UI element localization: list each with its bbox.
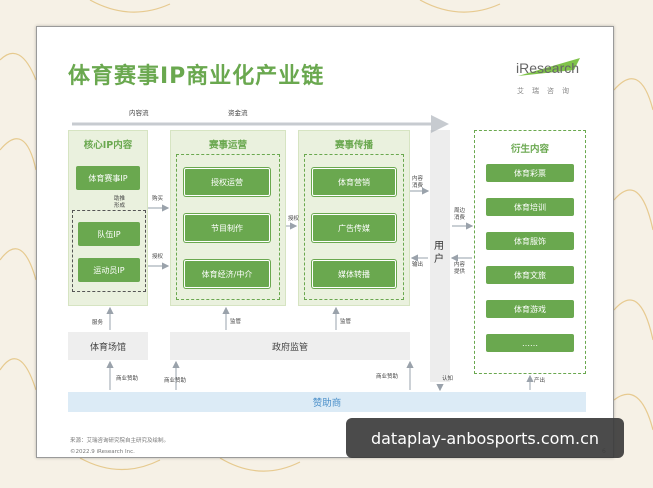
user-column: 用户	[430, 130, 450, 382]
der-item-training: 体育培训	[486, 198, 574, 216]
capital-flow-label: 资金流	[228, 109, 248, 117]
user-label: 用户	[434, 241, 444, 265]
op-item-agency: 体育经济/中介	[184, 260, 270, 288]
derivative-heading: 衍生内容	[510, 144, 549, 155]
ip-item-team: 队伍IP	[78, 222, 140, 246]
op-item-licensing: 授权运营	[184, 168, 270, 196]
label-commercial-3: 商业赞助	[376, 374, 399, 380]
content-flow-label: 内容流	[129, 109, 149, 117]
op-item-production: 节目制作	[184, 214, 270, 242]
label-output: 输出	[412, 262, 424, 268]
label-service: 服务	[92, 320, 104, 326]
slide-frame	[36, 26, 614, 458]
operations-dashed	[176, 154, 280, 300]
label-supervise-1: 监管	[230, 319, 242, 325]
broadcast-dashed	[304, 154, 404, 300]
slide: 体育赛事IP商业化产业链 iResearch 艾瑞咨询 内容流 资金流 核心IP…	[36, 26, 614, 458]
broadcast-heading: 赛事传播	[334, 140, 373, 151]
flow-arrows	[72, 115, 534, 392]
source-note: 来源：艾瑞咨询研究院自主研究及绘制。	[70, 438, 170, 444]
der-item-more: ……	[486, 334, 574, 352]
bc-item-marketing: 体育营销	[312, 168, 396, 196]
der-item-tourism: 体育文旅	[486, 266, 574, 284]
operations-heading: 赛事运营	[208, 140, 247, 151]
label-buy: 购买	[152, 196, 164, 202]
logo-swoosh-icon	[518, 58, 580, 76]
page-title: 体育赛事IP商业化产业链	[68, 64, 325, 89]
label-supervise-2: 监管	[340, 319, 352, 325]
der-item-apparel: 体育服饰	[486, 232, 574, 250]
der-item-lottery: 体育彩票	[486, 164, 574, 182]
copyright-note: ©2022.9 iResearch Inc.	[70, 449, 135, 455]
label-license-1: 授权	[152, 254, 164, 260]
ip-item-event: 体育赛事IP	[76, 166, 140, 190]
der-item-games: 体育游戏	[486, 300, 574, 318]
brand-logo: iResearch	[516, 60, 580, 76]
government-box: 政府监管	[170, 332, 410, 360]
bc-item-media: 媒体转播	[312, 260, 396, 288]
label-license-2: 授权	[288, 216, 300, 222]
team-athlete-group	[72, 210, 146, 292]
ip-item-athlete: 运动员IP	[78, 258, 140, 282]
label-recognize: 认知	[442, 376, 454, 382]
label-commercial-2: 商业赞助	[164, 378, 187, 384]
watermark-banner: dataplay-anbosports.com.cn	[346, 418, 624, 458]
bc-item-advertising: 广告传媒	[312, 214, 396, 242]
label-content-consume: 内容 消费	[412, 176, 424, 189]
boost-form-label: 助推 形成	[114, 196, 126, 209]
sponsor-bar: 赞助商	[68, 392, 586, 412]
label-output-2: 产出	[534, 378, 546, 384]
label-commercial-1: 商业赞助	[116, 376, 139, 382]
core-ip-heading: 核心IP内容	[83, 140, 133, 151]
venue-box: 体育场馆	[68, 332, 148, 360]
label-peripheral-consume: 周边 消费	[454, 208, 466, 221]
brand-logo-sub: 艾瑞咨询	[517, 87, 577, 95]
label-content-provide: 内容 提供	[454, 262, 466, 275]
